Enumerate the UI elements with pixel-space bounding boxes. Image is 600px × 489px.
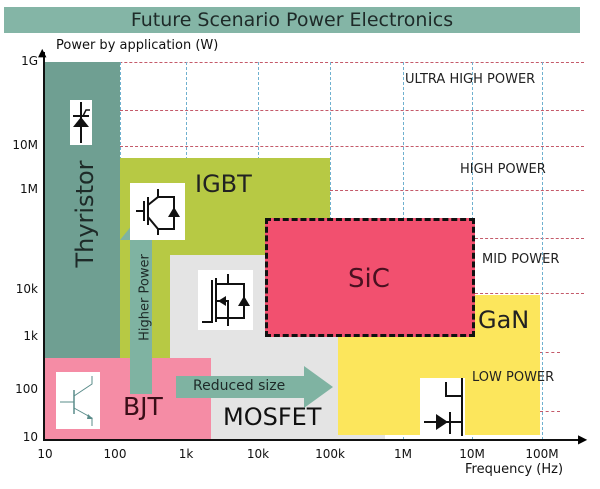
y-axis-label: Power by application (W) — [56, 38, 219, 53]
y-tick: 100 — [15, 382, 38, 396]
x-tick: 10k — [246, 447, 270, 461]
grid-line — [120, 146, 584, 147]
mosfet-label: MOSFET — [223, 403, 322, 431]
igbt-label: IGBT — [195, 170, 252, 198]
x-tick: 100k — [315, 447, 345, 461]
y-tick: 10 — [22, 430, 38, 444]
x-axis-label: Frequency (Hz) — [465, 462, 564, 477]
low-power-label: LOW POWER — [472, 370, 555, 385]
y-axis — [43, 52, 45, 441]
grid-line — [330, 190, 584, 191]
x-axis — [44, 439, 584, 441]
y-tick: 10M — [12, 138, 38, 152]
mid-power-label: MID POWER — [482, 252, 560, 267]
x-axis-arrow-icon: ▶ — [578, 432, 588, 446]
grid-line — [475, 293, 584, 294]
x-tick: 1k — [178, 447, 194, 461]
grid-line — [540, 411, 560, 412]
y-tick: 10k — [15, 282, 38, 296]
y-tick: 1k — [23, 329, 38, 343]
reduced-size-arrow — [176, 366, 333, 408]
grid-line — [120, 110, 584, 111]
y-tick: 1G — [21, 54, 38, 68]
bjt-label: BJT — [123, 392, 163, 421]
x-tick: 10 — [37, 447, 53, 461]
thyristor-symbol-icon — [70, 100, 92, 145]
ultra-high-power-label: ULTRA HIGH POWER — [405, 72, 536, 87]
sic-region — [265, 218, 475, 337]
grid-line — [475, 238, 584, 239]
x-tick: 100M — [525, 447, 559, 461]
x-tick: 10M — [459, 447, 485, 461]
y-axis-arrow-icon: ▲ — [38, 46, 47, 59]
diagram-title: Future Scenario Power Electronics — [4, 7, 580, 33]
gan-symbol-icon — [420, 378, 465, 438]
higher-power-label: Higher Power — [137, 254, 153, 341]
mosfet-symbol-icon — [198, 270, 253, 330]
gan-label: GaN — [478, 306, 530, 334]
grid-line — [540, 352, 560, 353]
reduced-size-label: Reduced size — [193, 378, 286, 394]
y-tick: 1M — [20, 182, 38, 196]
x-tick: 100 — [103, 447, 127, 461]
x-tick: 1M — [394, 447, 412, 461]
high-power-label: HIGH POWER — [460, 162, 546, 177]
igbt-symbol-icon — [130, 183, 185, 240]
bjt-symbol-icon — [56, 372, 100, 429]
grid-line — [542, 62, 543, 440]
sic-label: SiC — [348, 264, 390, 294]
thyristor-label: Thyristor — [71, 160, 99, 268]
grid-line — [44, 62, 584, 63]
